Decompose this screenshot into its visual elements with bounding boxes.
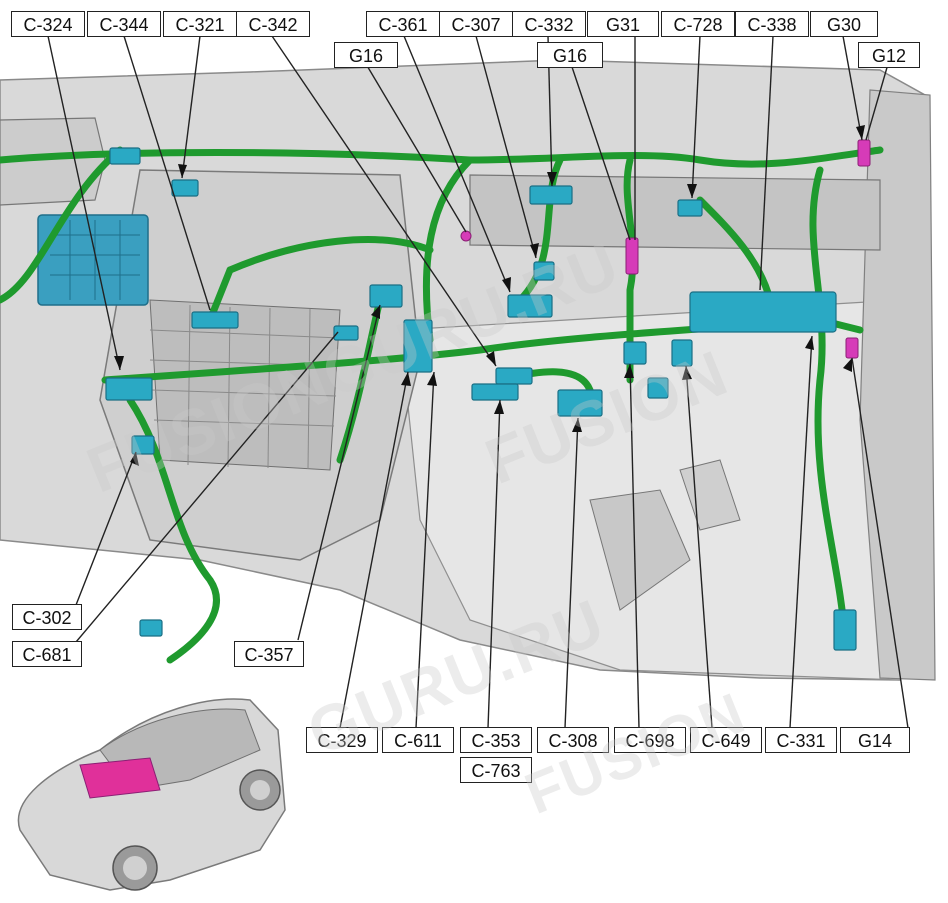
ground-points <box>460 139 871 359</box>
connector-shape <box>105 377 153 401</box>
label-g30: G30 <box>810 11 878 37</box>
label-g16-a: G16 <box>334 42 398 68</box>
connector-shape <box>471 383 519 401</box>
label-c344: C-344 <box>87 11 161 37</box>
connector-shape <box>369 284 403 308</box>
label-c321: C-321 <box>163 11 237 37</box>
connector-shape <box>191 311 239 329</box>
connector-shape <box>677 199 703 217</box>
label-g12: G12 <box>858 42 920 68</box>
label-c357: C-357 <box>234 641 304 667</box>
label-c728: C-728 <box>661 11 735 37</box>
label-g14: G14 <box>840 727 910 753</box>
label-c329: C-329 <box>306 727 378 753</box>
leader-arrowheads <box>114 125 865 466</box>
label-c681: C-681 <box>12 641 82 667</box>
hvac-grid <box>149 304 341 470</box>
hvac-front <box>149 299 341 471</box>
connector-shape <box>139 619 163 637</box>
connector-shape <box>833 609 857 651</box>
connector-shape <box>689 291 837 333</box>
label-c361: C-361 <box>366 11 440 37</box>
connector-shape <box>403 319 433 373</box>
connectors <box>105 147 857 651</box>
label-c342: C-342 <box>236 11 310 37</box>
label-c331: C-331 <box>765 727 837 753</box>
label-c307: C-307 <box>439 11 513 37</box>
label-c353: C-353 <box>460 727 532 753</box>
connector-shape <box>333 325 359 341</box>
label-c324: C-324 <box>11 11 85 37</box>
connector-shape <box>557 389 603 417</box>
connector-shape <box>533 261 555 281</box>
label-c338: C-338 <box>735 11 809 37</box>
label-c332: C-332 <box>512 11 586 37</box>
connector-shape <box>171 179 199 197</box>
motor <box>0 117 106 206</box>
label-c308: C-308 <box>537 727 609 753</box>
label-c763: C-763 <box>460 757 532 783</box>
connector-shape <box>109 147 141 165</box>
connector-shape <box>507 294 553 318</box>
pedal-plate <box>589 489 691 611</box>
label-c698: C-698 <box>614 727 686 753</box>
connector-shape <box>647 377 669 399</box>
connector-shape <box>529 185 573 205</box>
connector-shape <box>495 367 533 385</box>
label-g16-b: G16 <box>537 42 603 68</box>
connector-shape <box>131 435 155 455</box>
leader-lines <box>47 35 909 729</box>
label-c649: C-649 <box>690 727 762 753</box>
connector-shape <box>671 339 693 367</box>
connector-shape <box>623 341 647 365</box>
label-c302: C-302 <box>12 604 82 630</box>
pedal <box>679 459 741 531</box>
label-c611: C-611 <box>382 727 454 753</box>
vehicle-inset <box>17 698 286 891</box>
label-g31: G31 <box>587 11 659 37</box>
